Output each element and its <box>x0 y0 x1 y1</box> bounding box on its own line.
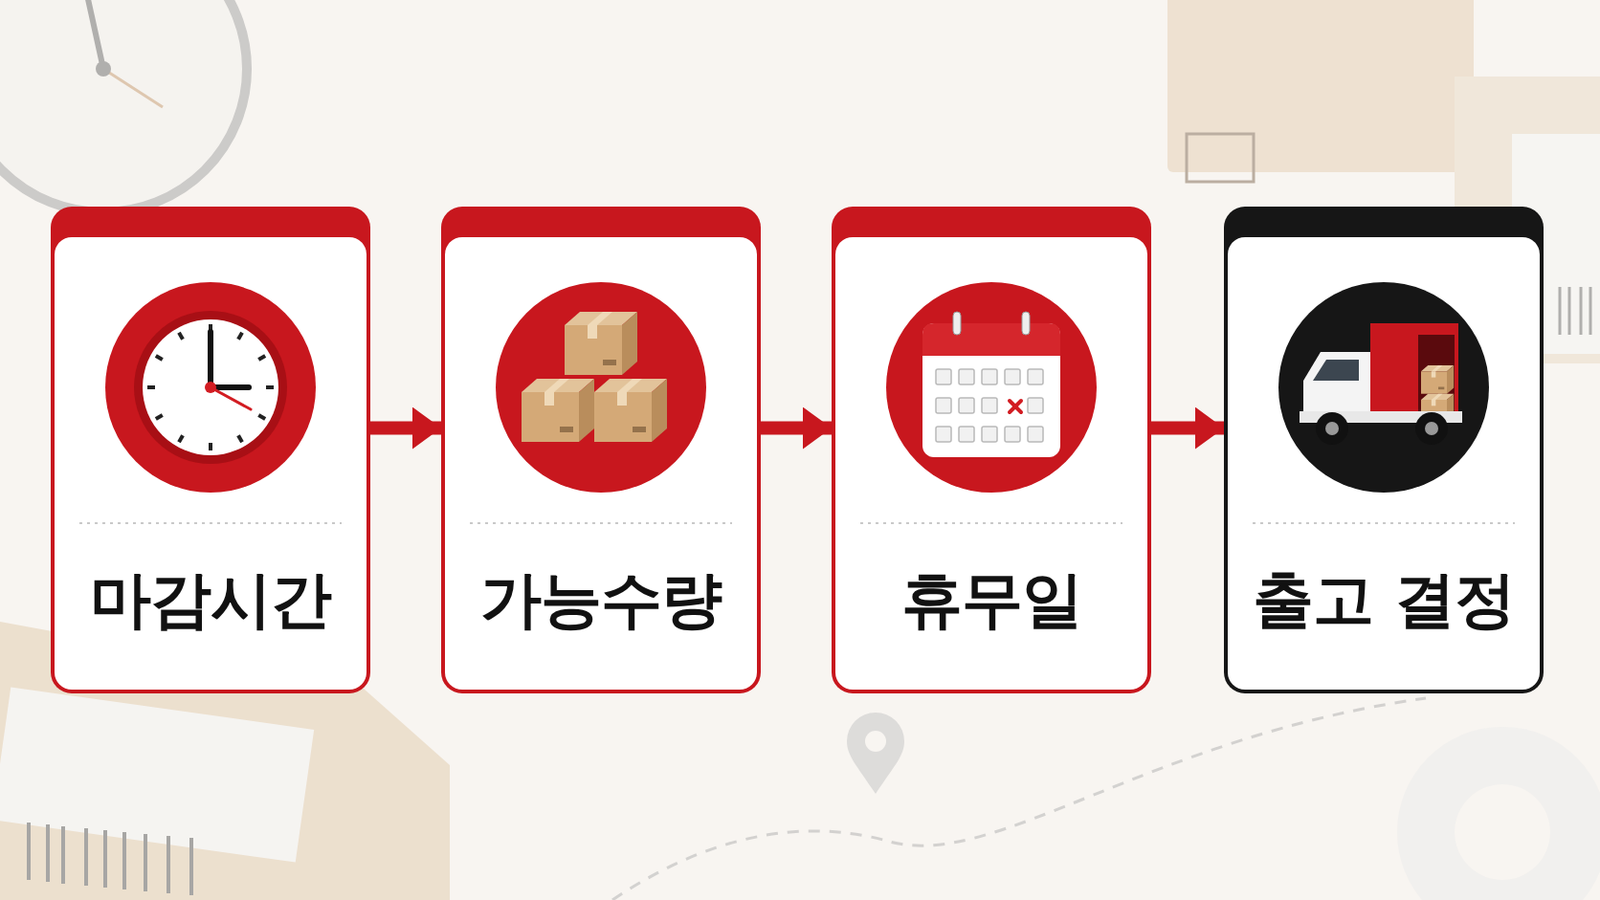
calendar-cell <box>958 426 975 443</box>
step-label-wrap: 출고 결정 <box>1223 540 1544 660</box>
calendar-cell <box>1004 426 1021 443</box>
clock-tick <box>238 333 243 340</box>
calendar-cell <box>1027 398 1044 414</box>
calendar-cell <box>981 369 998 385</box>
step-card: 휴무일 <box>831 206 1152 694</box>
calendar-cell <box>958 398 975 414</box>
step-label-wrap: 마감시간 <box>50 540 371 660</box>
step-label: 출고 결정 <box>1252 558 1514 643</box>
calendar-icon <box>886 282 1097 493</box>
step-card: 가능수량 <box>441 206 761 694</box>
truck-icon <box>1278 282 1489 493</box>
calendar-cell <box>935 398 952 414</box>
step-label-wrap: 가능수량 <box>441 540 761 660</box>
clock-tick <box>208 443 213 451</box>
flow-arrow <box>1151 422 1224 436</box>
calendar-cell <box>935 426 952 443</box>
clock-tick <box>155 355 163 360</box>
step-label: 휴무일 <box>901 558 1083 643</box>
clock-tick <box>258 415 266 420</box>
calendar-cell <box>1027 426 1044 443</box>
boxes-icon <box>495 282 707 493</box>
calendar-cell <box>935 369 952 385</box>
card-frames <box>50 206 1544 694</box>
clock-tick <box>238 435 243 443</box>
calendar-cell <box>1004 369 1021 385</box>
step-card: 마감시간 <box>50 206 371 694</box>
calendar-cell <box>981 398 998 414</box>
calendar-cell <box>981 426 998 443</box>
calendar-cell <box>958 369 975 385</box>
flow-arrow <box>370 422 442 436</box>
step-label: 마감시간 <box>89 558 332 643</box>
calendar-cell <box>1027 369 1044 385</box>
clock-tick <box>266 385 274 390</box>
clock-tick <box>147 385 156 390</box>
flow-arrow <box>760 422 832 436</box>
clock-tick <box>178 333 183 340</box>
clock-icon <box>105 282 316 493</box>
step-card: 출고 결정 <box>1223 206 1544 694</box>
clock-tick <box>178 435 183 443</box>
clock-tick <box>155 415 163 420</box>
step-label-wrap: 휴무일 <box>831 540 1152 660</box>
clock-tick <box>258 355 266 360</box>
step-label: 가능수량 <box>480 558 722 643</box>
